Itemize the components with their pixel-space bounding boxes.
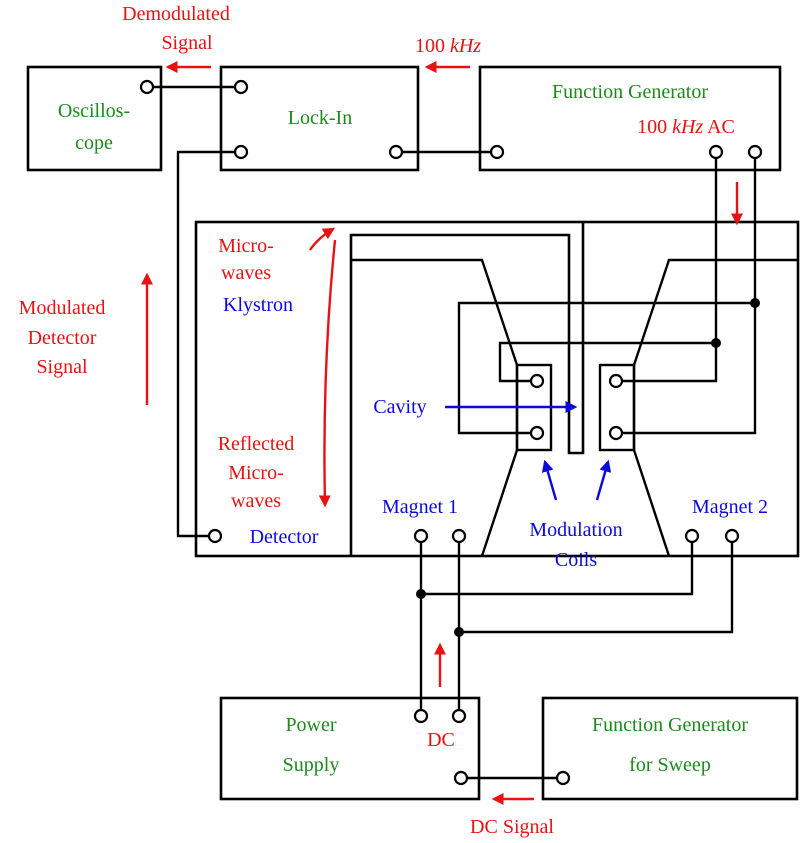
label-magnet1: Magnet 1 [382, 496, 458, 518]
terminal [388, 144, 404, 160]
label-modulation-2: Coils [555, 549, 597, 571]
sweep-generator-box [541, 696, 799, 801]
wire-lockin-detector [176, 150, 241, 538]
label-sweep-1: Function Generator [592, 714, 748, 736]
label-reflected-3: waves [231, 490, 281, 512]
junction-dot [750, 298, 760, 308]
label-oscilloscope-1: Oscillos- [58, 100, 130, 122]
arrow-microwaves [309, 227, 336, 251]
label-function-generator: Function Generator [552, 81, 708, 103]
terminal [529, 425, 545, 441]
terminal [489, 144, 505, 160]
oscilloscope-box [26, 65, 163, 172]
label-demodulated-1: Demodulated [122, 3, 230, 25]
coil-right [598, 363, 636, 452]
label-klystron: Klystron [223, 294, 293, 316]
label-power-2: Supply [283, 754, 340, 776]
wire-ac-a [616, 152, 718, 383]
function-generator-box [478, 65, 782, 172]
terminal [413, 528, 429, 544]
terminal [139, 79, 155, 95]
arrow-reflected [318, 239, 337, 508]
label-modulated-3: Signal [36, 356, 88, 378]
label-power-1: Power [285, 714, 336, 736]
terminal [451, 528, 467, 544]
terminal [453, 770, 469, 786]
label-reflected-2: Micro- [228, 462, 284, 484]
arrow-coil-right [595, 459, 612, 501]
spectrometer-box [194, 220, 800, 558]
label-modulated-2: Detector [28, 327, 97, 349]
terminal [233, 144, 249, 160]
label-lockin: Lock-In [288, 107, 352, 129]
label-cavity: Cavity [373, 396, 426, 418]
terminal [207, 528, 223, 544]
lockin-box [219, 65, 420, 172]
terminal [529, 373, 545, 389]
wire-magnet2-a [421, 536, 694, 596]
label-sweep-2: for Sweep [629, 754, 711, 776]
junction-dot [416, 589, 426, 599]
wire-coil-left-a [498, 341, 716, 383]
junction-dot [454, 627, 464, 637]
label-detector: Detector [250, 526, 319, 548]
label-reflected-1: Reflected [218, 433, 295, 455]
label-dc: DC [427, 729, 455, 751]
label-dc-signal: DC Signal [470, 816, 554, 838]
label-freq-top: 100 kHz [415, 35, 481, 57]
terminal [413, 708, 429, 724]
label-microwaves-2: waves [221, 262, 271, 284]
arrow-coil-left [541, 459, 558, 501]
label-microwaves-1: Micro- [218, 235, 274, 257]
terminal [684, 528, 700, 544]
wire-magnet2-b [459, 536, 734, 634]
terminal [747, 144, 763, 160]
terminal [233, 79, 249, 95]
label-oscilloscope-2: cope [75, 132, 113, 154]
terminal [708, 144, 724, 160]
terminal [555, 770, 571, 786]
terminal [608, 373, 624, 389]
terminal [451, 708, 467, 724]
label-modulated-1: Modulated [19, 297, 106, 319]
label-demodulated-2: Signal [161, 32, 213, 54]
wire-ac-b [616, 152, 757, 435]
label-modulation-1: Modulation [529, 519, 622, 541]
label-magnet2: Magnet 2 [692, 496, 768, 518]
wire-coil-left-b [457, 301, 755, 435]
terminal [608, 425, 624, 441]
junction-dot [711, 338, 721, 348]
label-ac: 100 kHz AC [637, 116, 735, 138]
terminal [724, 528, 740, 544]
power-supply-box [219, 696, 481, 801]
